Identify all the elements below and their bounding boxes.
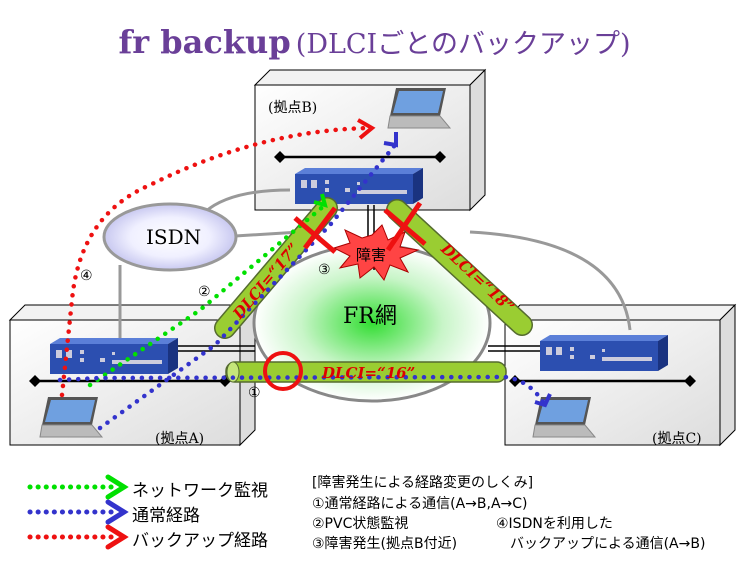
pvc-tube-18 — [386, 199, 533, 336]
fault-label: 障害 — [356, 246, 387, 264]
router-b-icon — [295, 168, 423, 204]
site-c-label: (拠点C) — [652, 431, 702, 447]
legend-normal: 通常経路 — [132, 506, 200, 526]
explain-step-4b: バックアップによる通信(A→B) — [510, 536, 706, 552]
marker-1: ① — [248, 385, 261, 401]
marker-3: ③ — [318, 262, 331, 278]
explain-heading: [障害発生による経路変更のしくみ] — [312, 475, 534, 491]
fr-network-label: FR網 — [343, 304, 397, 329]
legend-backup: バックアップ経路 — [132, 531, 268, 551]
router-c-icon — [540, 335, 668, 371]
explain-step-2: ②PVC状態監視 — [312, 516, 409, 532]
isdn-cloud — [102, 202, 238, 272]
link-check-circle — [263, 351, 303, 391]
isdn-label: ISDN — [146, 225, 202, 249]
legend-arrows — [27, 474, 129, 550]
normal-path — [57, 142, 548, 431]
fault-x-icons — [293, 201, 427, 254]
laptop-b-icon — [387, 87, 451, 129]
monitor-path — [87, 202, 328, 388]
marker-4: ④ — [80, 268, 93, 284]
site-b-box — [253, 68, 487, 212]
laptop-a-icon — [39, 396, 103, 438]
explain-step-4a: ④ISDNを利用した — [496, 516, 613, 532]
title-main: fr backup — [118, 23, 291, 61]
site-b-label: (拠点B) — [268, 100, 318, 116]
site-a-label: (拠点A) — [155, 431, 205, 447]
title-sub: (DLCIごとのバックアップ) — [295, 29, 631, 60]
dlci-16-label: DLCI=“16” — [321, 364, 415, 382]
explain-step-3: ③障害発生(拠点B付近) — [312, 536, 458, 552]
page-title: fr backup (DLCIごとのバックアップ) — [0, 22, 749, 61]
marker-2: ② — [198, 284, 211, 300]
legend-monitor: ネットワーク監視 — [132, 481, 268, 501]
explain-step-1: ①通常経路による通信(A→B,A→C) — [312, 496, 528, 512]
